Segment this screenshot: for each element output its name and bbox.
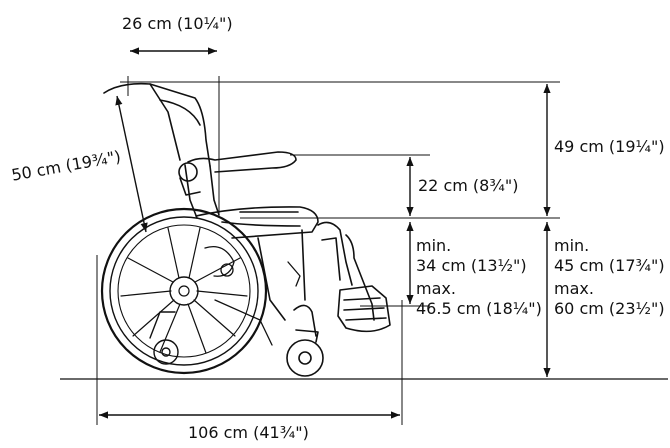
overall-length-label: 106 cm (41¾") bbox=[188, 423, 309, 442]
footrest-min-value: 34 cm (13½") bbox=[416, 256, 527, 275]
footrest-min-label: min. bbox=[416, 236, 452, 255]
footrest-assembly bbox=[317, 221, 391, 333]
rear-wheel bbox=[100, 207, 268, 375]
seat-depth-label: 26 cm (10¼") bbox=[122, 14, 233, 33]
backrest-top-height-label: 49 cm (19¼") bbox=[554, 137, 665, 156]
armrest bbox=[178, 151, 297, 196]
seat-height-min-value: 45 cm (17¾") bbox=[554, 256, 665, 275]
wheelchair-illustration bbox=[100, 82, 391, 377]
front-caster bbox=[286, 304, 324, 377]
armrest-height-label: 22 cm (8¾") bbox=[418, 176, 519, 195]
seat-frame bbox=[195, 206, 319, 321]
frame-details bbox=[204, 245, 301, 346]
seat-height-min-label: min. bbox=[554, 236, 590, 255]
extension-lines bbox=[96, 76, 560, 425]
back-height-arrow bbox=[115, 95, 148, 233]
rear-caster bbox=[149, 311, 179, 365]
footrest-max-label: max. bbox=[416, 279, 456, 298]
backrest bbox=[103, 82, 220, 219]
dimension-arrows bbox=[99, 47, 551, 419]
footrest-max-value: 46.5 cm (18¼") bbox=[416, 299, 542, 318]
seat-height-max-value: 60 cm (23½") bbox=[554, 299, 665, 318]
seat-height-max-label: max. bbox=[554, 279, 594, 298]
